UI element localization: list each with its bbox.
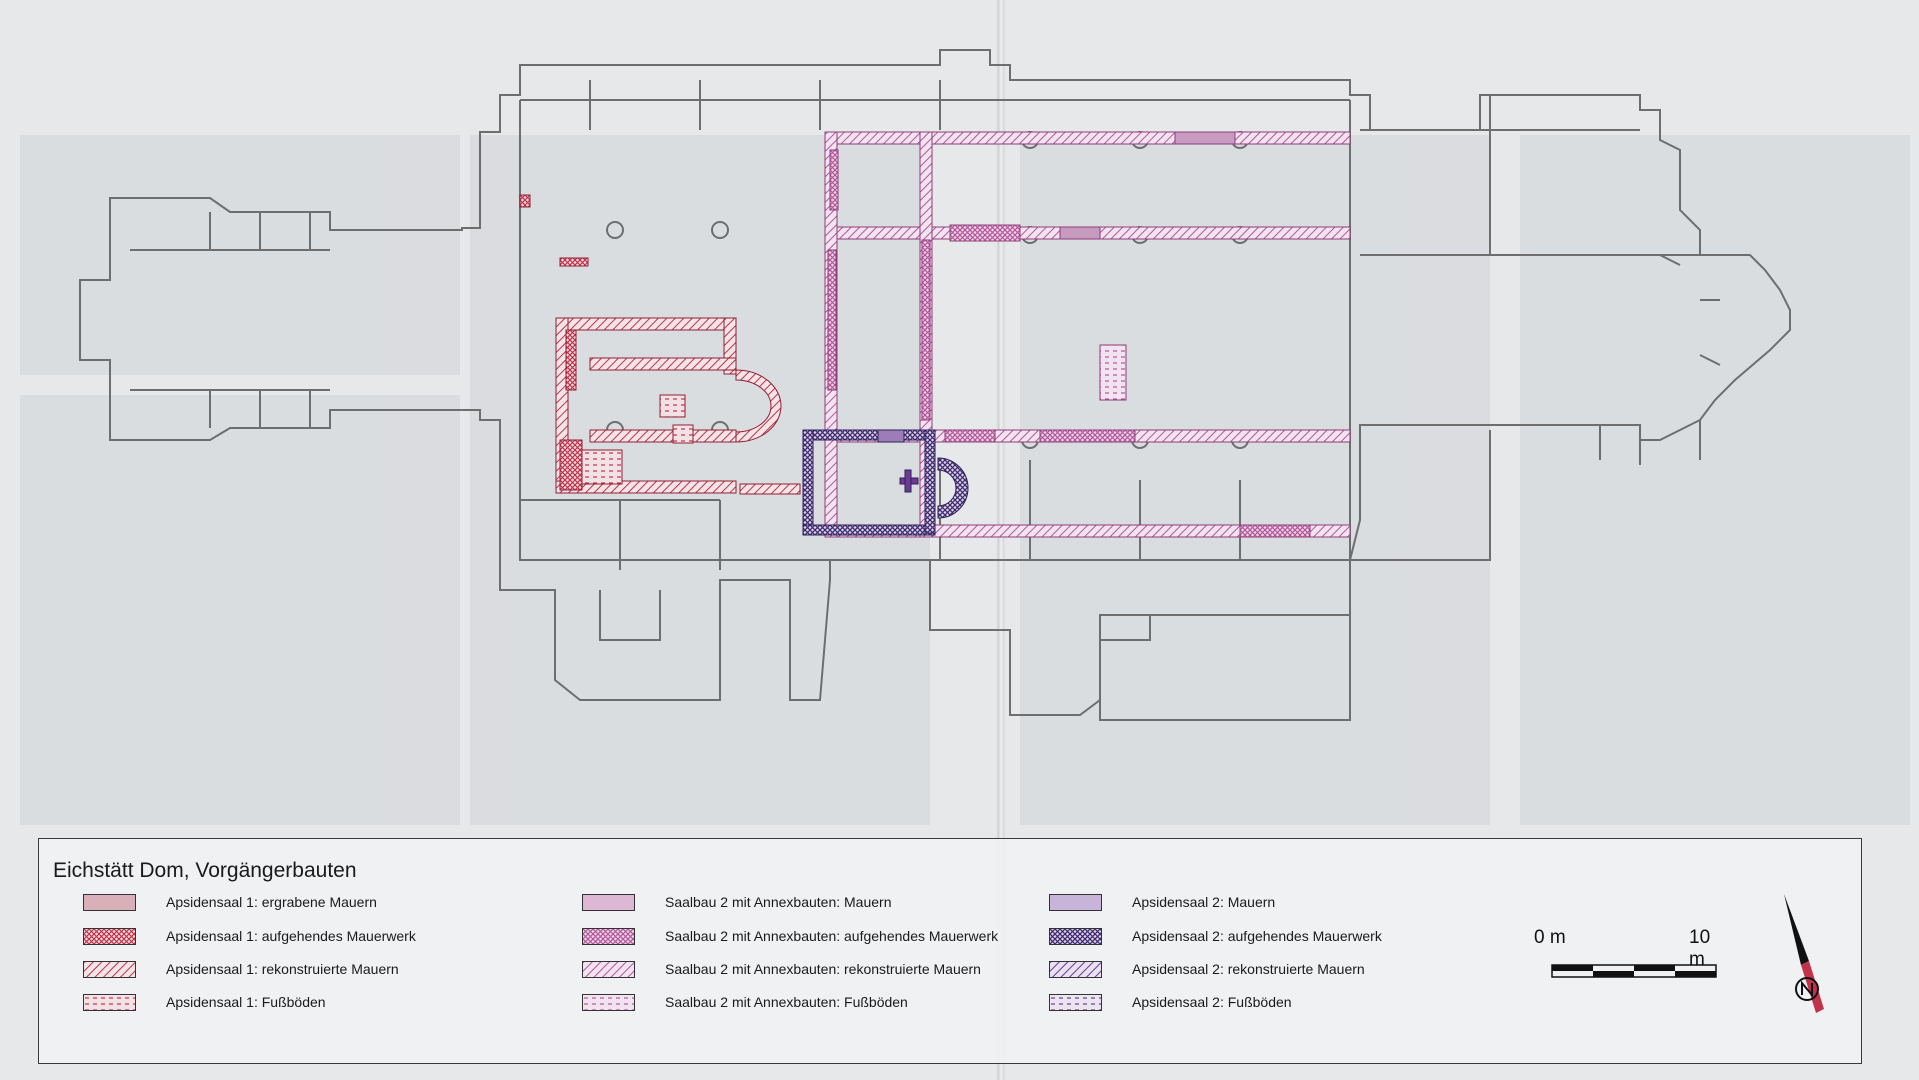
legend-item: Apsidensaal 2: aufgehendes Mauerwerk: [1049, 925, 1382, 947]
legend-swatch: [83, 927, 136, 945]
legend-label: Saalbau 2 mit Annexbauten: Mauern: [665, 894, 892, 910]
legend-item: Apsidensaal 1: Fußböden: [83, 991, 326, 1013]
legend-label: Apsidensaal 2: Mauern: [1132, 894, 1276, 910]
legend-swatch: [582, 893, 635, 911]
legend-item: Apsidensaal 2: rekonstruierte Mauern: [1049, 958, 1365, 980]
legend-label: Apsidensaal 2: aufgehendes Mauerwerk: [1132, 928, 1382, 944]
background-text-columns: [20, 135, 1910, 825]
legend-swatch: [1049, 960, 1102, 978]
legend-item: Apsidensaal 1: ergrabene Mauern: [83, 891, 377, 913]
legend-swatch: [582, 960, 635, 978]
legend-label: Saalbau 2 mit Annexbauten: aufgehendes M…: [665, 928, 999, 944]
legend-swatch: [83, 960, 136, 978]
legend-label: Apsidensaal 2: Fußböden: [1132, 994, 1292, 1010]
legend-label: Apsidensaal 2: rekonstruierte Mauern: [1132, 961, 1365, 977]
legend-label: Apsidensaal 1: aufgehendes Mauerwerk: [166, 928, 416, 944]
legend-swatch: [83, 993, 136, 1011]
page-fold: [996, 0, 1006, 1080]
north-arrow-icon: [1784, 894, 1824, 1013]
legend-swatch: [1049, 993, 1102, 1011]
legend-item: Apsidensaal 1: rekonstruierte Mauern: [83, 958, 399, 980]
legend-item: Apsidensaal 1: aufgehendes Mauerwerk: [83, 925, 416, 947]
legend-swatch: [1049, 927, 1102, 945]
legend-item: Saalbau 2 mit Annexbauten: Mauern: [582, 891, 892, 913]
legend-item: Saalbau 2 mit Annexbauten: aufgehendes M…: [582, 925, 998, 947]
legend-item: Saalbau 2 mit Annexbauten: rekonstruiert…: [582, 958, 981, 980]
legend-swatch: [83, 893, 136, 911]
legend-label: Apsidensaal 1: Fußböden: [166, 994, 326, 1010]
legend-swatch: [582, 993, 635, 1011]
legend-label: Saalbau 2 mit Annexbauten: rekonstruiert…: [665, 961, 981, 977]
legend-label: Apsidensaal 1: rekonstruierte Mauern: [166, 961, 399, 977]
legend-label: Saalbau 2 mit Annexbauten: Fußböden: [665, 994, 908, 1010]
scale-start-label: 0 m: [1534, 927, 1566, 948]
legend-swatch: [1049, 893, 1102, 911]
legend-swatch: [582, 927, 635, 945]
legend-item: Apsidensaal 2: Fußböden: [1049, 991, 1292, 1013]
scale-bar-graphic: [1551, 964, 1717, 978]
legend-item: Apsidensaal 2: Mauern: [1049, 891, 1275, 913]
scale-bar: 0 m 10 m: [1514, 927, 1724, 987]
apsidensaal-1-walls: [519, 194, 801, 495]
legend-item: Saalbau 2 mit Annexbauten: Fußböden: [582, 991, 908, 1013]
legend-label: Apsidensaal 1: ergrabene Mauern: [166, 894, 377, 910]
legend-title: Eichstätt Dom, Vorgängerbauten: [53, 859, 357, 882]
apsidensaal-2-walls: [802, 429, 969, 536]
legend: Eichstätt Dom, Vorgängerbauten Apsidensa…: [38, 838, 1862, 1064]
